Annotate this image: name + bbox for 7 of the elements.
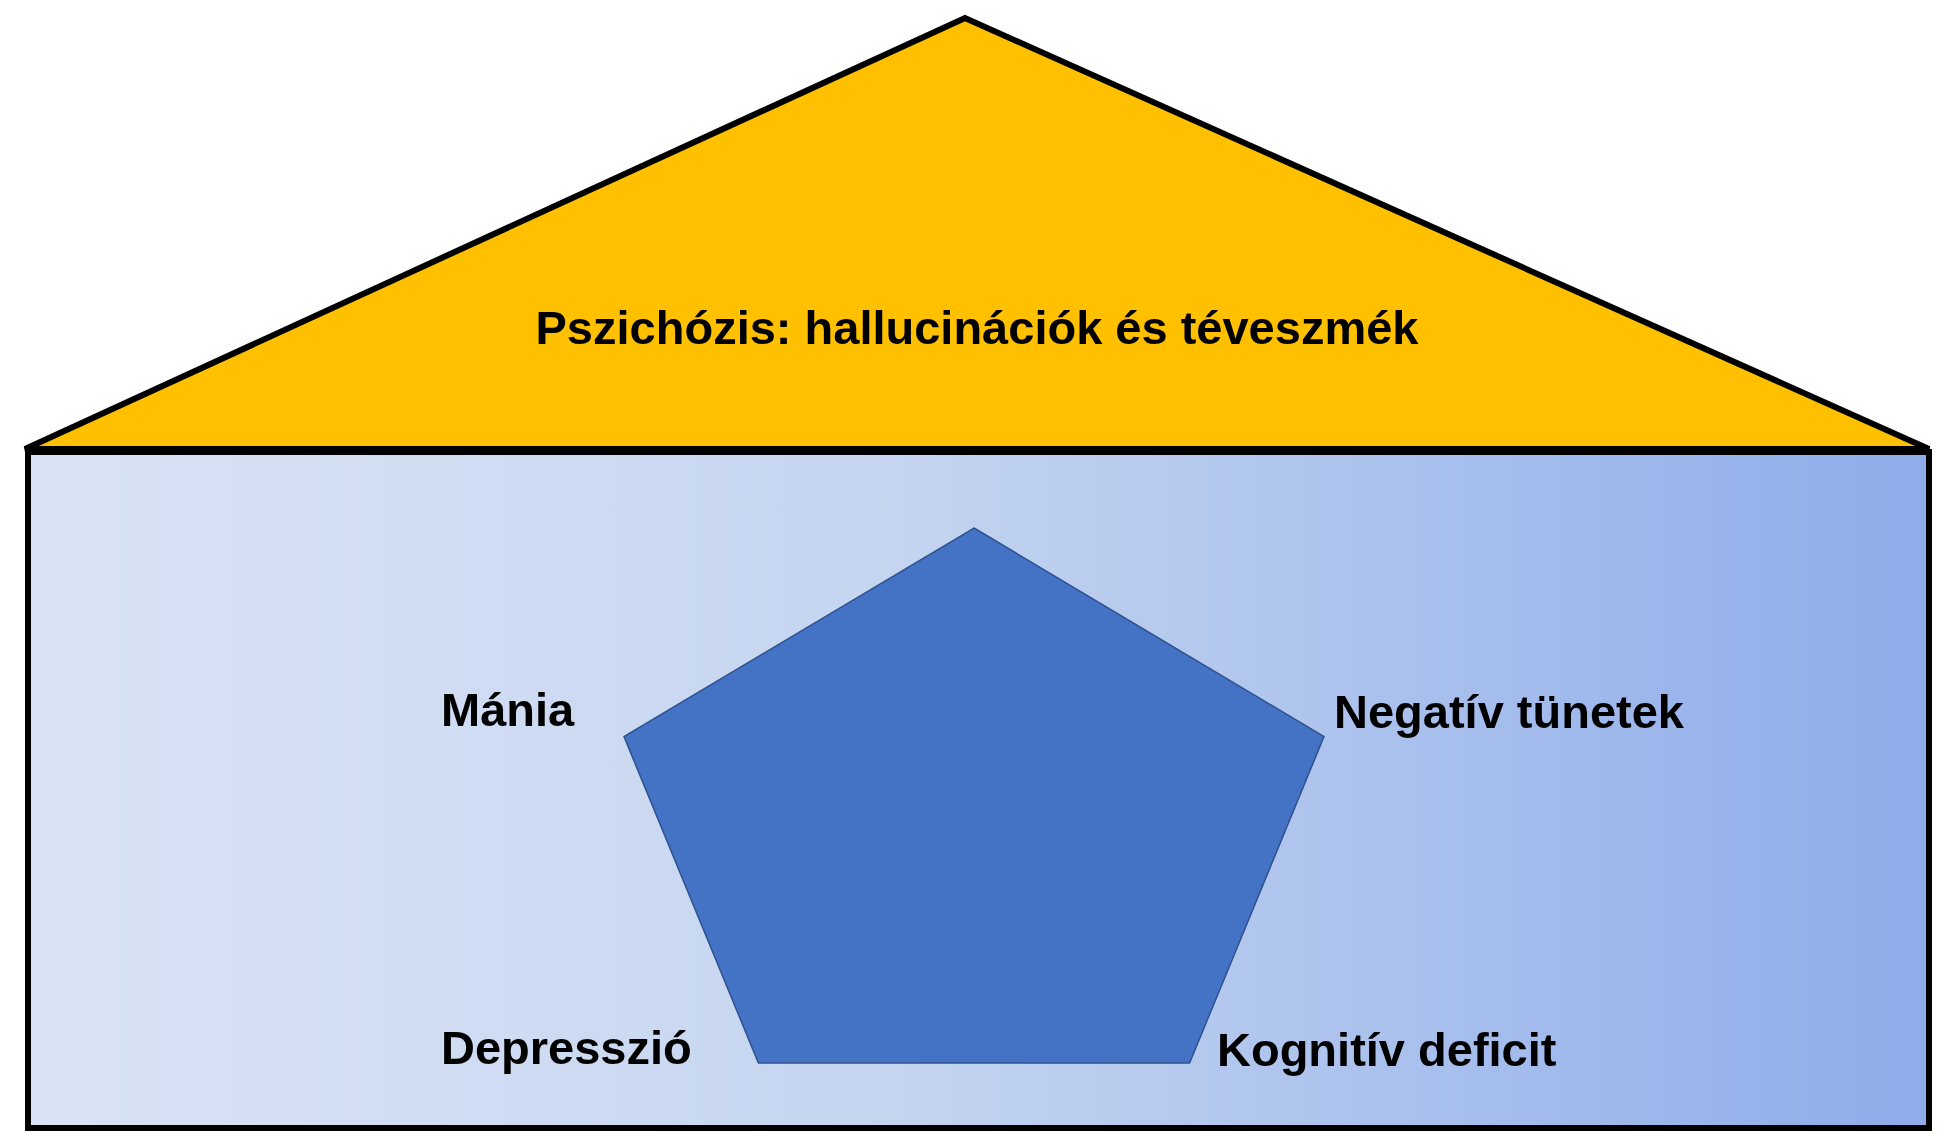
symptom-label: Negatív tünetek	[1334, 683, 1684, 739]
house-body-panel	[25, 449, 1932, 1131]
symptom-label: Mánia	[441, 681, 575, 737]
roof-label: Pszichózis: hallucinációk és téveszmék	[535, 299, 1419, 355]
symptom-label: Kognitív deficit	[1217, 1021, 1557, 1077]
roof-triangle	[22, 15, 1932, 449]
symptom-label: Depresszió	[441, 1019, 692, 1075]
